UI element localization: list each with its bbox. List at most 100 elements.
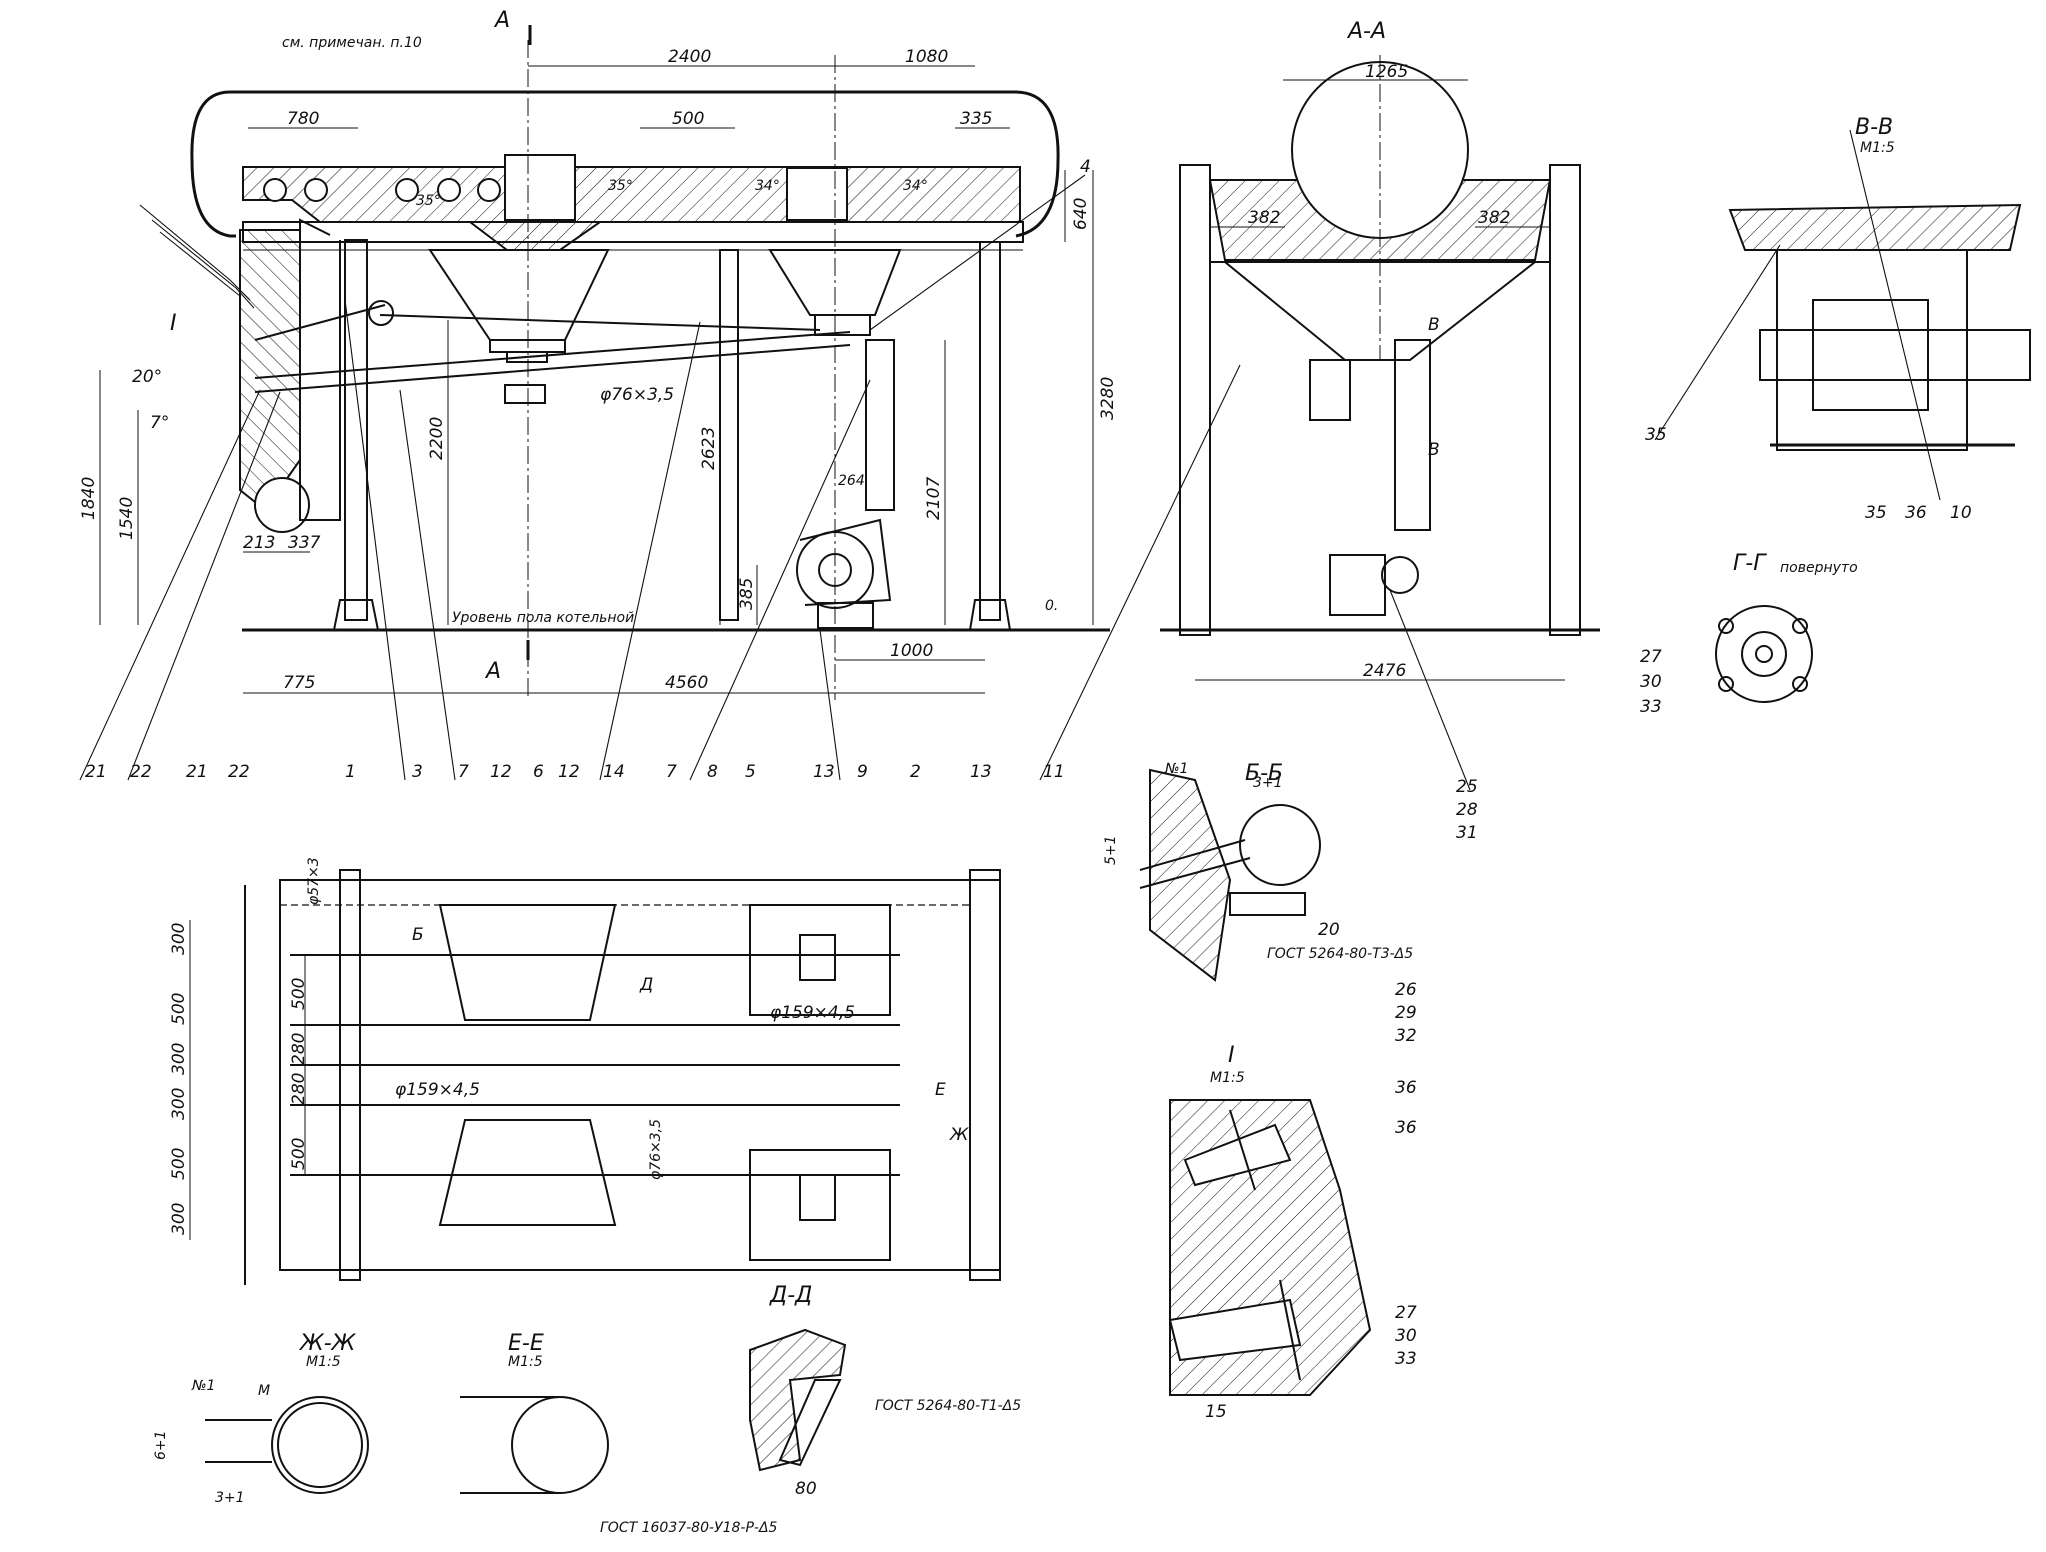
callout-number: 12 — [558, 762, 580, 782]
num-label: №1 — [1164, 761, 1188, 777]
main-front-view — [99, 25, 1110, 700]
section-vv-title: В-В — [1855, 115, 1893, 140]
dim-label: 6+1 — [153, 1430, 169, 1460]
dim-label: 780 — [287, 109, 319, 129]
detail-i-title: I — [1228, 1043, 1235, 1068]
callout-number: 1 — [345, 762, 356, 782]
callout-number: 10 — [1950, 503, 1972, 523]
callout-number: 30 — [1640, 672, 1662, 692]
dim-label: 1540 — [117, 497, 137, 540]
dim-label: 640 — [1071, 198, 1091, 230]
section-zhzh-scale: М1:5 — [306, 1354, 341, 1370]
callout-number: 25 — [1456, 777, 1478, 797]
dim-label: 280 — [289, 1073, 309, 1105]
floor-level-label: Уровень пола котельной — [452, 610, 634, 626]
callout-leaders — [79, 174, 1781, 791]
callout-number: 8 — [707, 762, 718, 782]
angle-label: 35° — [416, 193, 441, 209]
section-dd — [749, 1328, 847, 1472]
callout-number: 26 — [1395, 980, 1417, 1000]
main-view-labels: см. примечан. п.10 А А Уровень пола коте… — [79, 8, 1118, 693]
callout-number: 20 — [1318, 920, 1340, 940]
dim-label: 382 — [1478, 208, 1510, 228]
dim-label: 300 — [169, 1088, 189, 1120]
dim-label: 300 — [169, 1203, 189, 1235]
weld-label: ГОСТ 5264-80-Т1-Δ5 — [875, 1398, 1021, 1414]
zero-mark: 0. — [1045, 598, 1058, 614]
section-gg-title: Г-Г — [1733, 551, 1767, 576]
dim-label: 385 — [737, 578, 757, 610]
callout-number: 4 — [1080, 157, 1091, 177]
callout-number: 32 — [1395, 1026, 1417, 1046]
callout-number: 14 — [603, 762, 625, 782]
cut-mark: Д — [639, 975, 653, 995]
section-zhzh-title: Ж-Ж — [298, 1331, 357, 1356]
cut-mark: Б — [412, 925, 424, 945]
section-ee-title: Е-Е — [508, 1331, 544, 1356]
callout-number: 9 — [857, 762, 868, 782]
callout-number: 6 — [533, 762, 544, 782]
callout-number: 3 — [412, 762, 423, 782]
callout-number: 21 — [186, 762, 208, 782]
section-zhzh-labels: Ж-Ж М1:5 №1 М 6+1 3+1 — [153, 1331, 357, 1506]
dim-label: 1265 — [1365, 62, 1408, 82]
callout-number: 13 — [970, 762, 992, 782]
section-aa — [1160, 55, 1600, 681]
callout-number: 27 — [1640, 647, 1662, 667]
section-vv-labels: В-В М1:5 — [1855, 115, 1895, 156]
cut-mark: Е — [935, 1080, 946, 1100]
dim-label: 2476 — [1363, 661, 1406, 681]
dim-label: 280 — [289, 1033, 309, 1065]
callout-number: 33 — [1395, 1349, 1417, 1369]
dim-label: 5+1 — [1103, 835, 1119, 865]
section-gg-note: повернуто — [1780, 560, 1858, 576]
callout-number: 28 — [1456, 800, 1478, 820]
section-aa-labels: А-А 1265 382 382 2476 В В — [1248, 19, 1510, 681]
dim-label: 500 — [289, 978, 309, 1010]
callout-number: 36 — [1395, 1078, 1417, 1098]
section-dd-labels: Д-Д ГОСТ 5264-80-Т1-Δ5 80 — [769, 1283, 1021, 1499]
section-ee-scale: М1:5 — [508, 1354, 543, 1370]
num-label: №1 — [191, 1378, 215, 1394]
section-vv-scale: М1:5 — [1860, 140, 1895, 156]
cut-mark: В — [1428, 315, 1440, 335]
callout-number: 35 — [1645, 425, 1667, 445]
callout-number: 7 — [458, 762, 469, 782]
pipe-label: φ159×4,5 — [395, 1080, 480, 1100]
callout-number: 7 — [666, 762, 677, 782]
dim-label: 335 — [960, 109, 992, 129]
dim-label: 2623 — [699, 427, 719, 470]
dim-label: 2107 — [924, 477, 944, 520]
dim-label: 264 — [838, 473, 865, 489]
dim-label: 337 — [288, 533, 321, 553]
note-label: см. примечан. п.10 — [282, 35, 422, 51]
dim-label: 3+1 — [215, 1490, 245, 1506]
dim-label: 3280 — [1098, 377, 1118, 420]
section-bb — [1139, 768, 1321, 982]
section-aa-title: А-А — [1346, 19, 1386, 44]
detail-ref-label: I — [170, 311, 177, 336]
pipe-label: φ159×4,5 — [770, 1003, 855, 1023]
angle-label: 35° — [608, 178, 633, 194]
dim-label: 775 — [283, 673, 315, 693]
callout-number: 13 — [813, 762, 835, 782]
dim-label: 80 — [795, 1479, 817, 1499]
cut-mark: В — [1428, 440, 1440, 460]
section-dd-title: Д-Д — [769, 1283, 812, 1308]
callout-number: 27 — [1395, 1303, 1417, 1323]
callout-number: 36 — [1905, 503, 1927, 523]
section-bb-labels: Б-Б №1 3+1 5+1 ГОСТ 5264-80-Т3-Δ5 — [1103, 761, 1413, 962]
plan-view-labels: 300 500 300 300 500 300 500 280 280 500 … — [169, 857, 969, 1235]
dim-label: 1840 — [79, 477, 99, 520]
angle-label: 34° — [903, 178, 928, 194]
section-zhzh — [205, 1396, 369, 1494]
section-mark-top: А — [493, 8, 510, 33]
callout-number: 5 — [745, 762, 756, 782]
section-gg-labels: Г-Г повернуто — [1733, 551, 1858, 576]
callout-number: 35 — [1865, 503, 1887, 523]
plan-view — [189, 869, 1001, 1285]
dim-label: 300 — [169, 923, 189, 955]
dim-label: 2400 — [668, 47, 711, 67]
detail-i — [1168, 1099, 1372, 1396]
dim-label: 500 — [672, 109, 704, 129]
